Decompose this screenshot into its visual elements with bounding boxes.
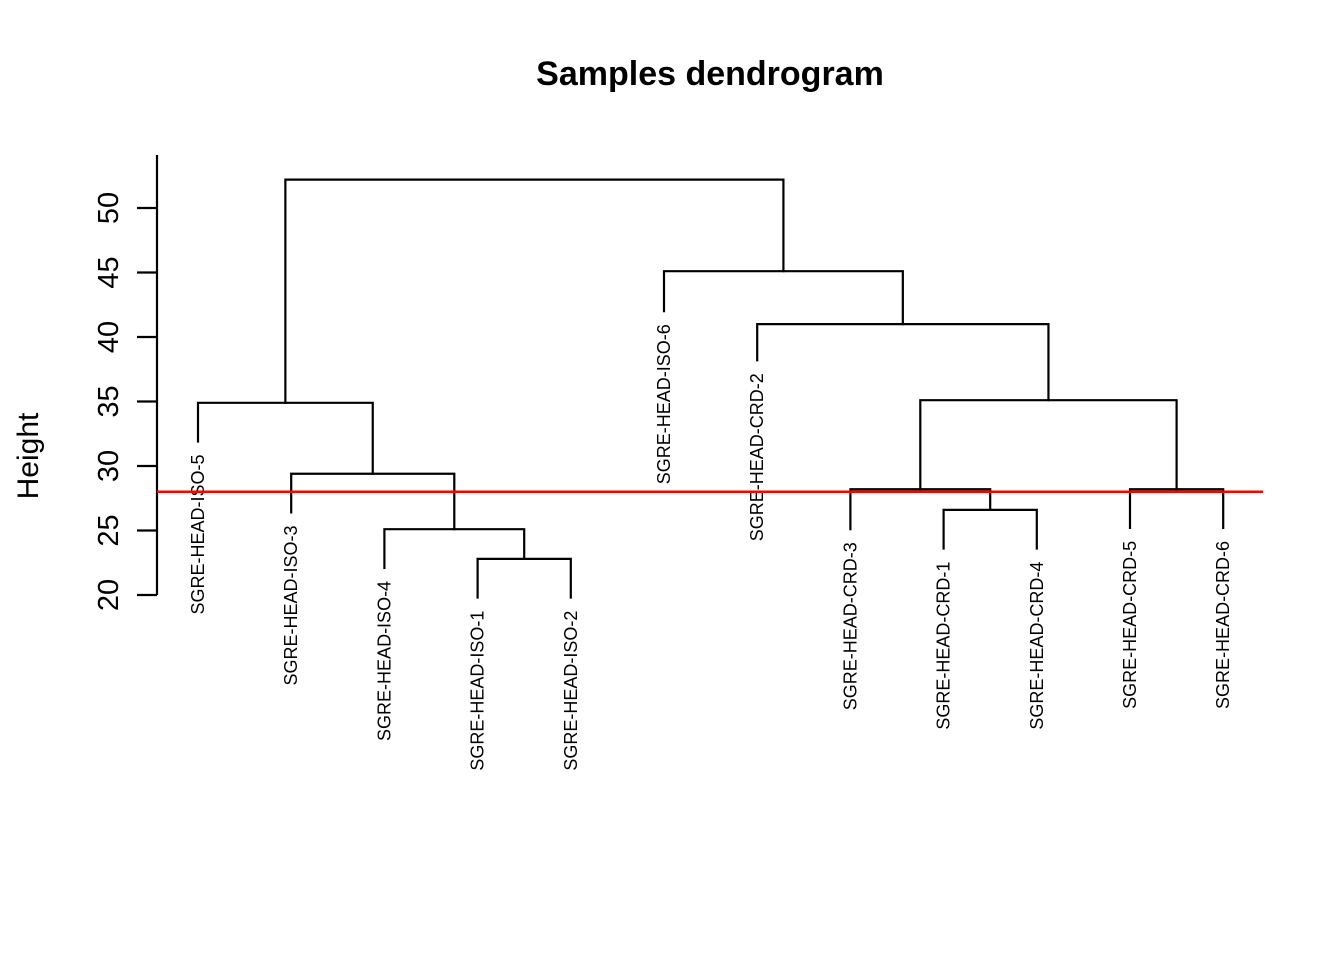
leaf-label: SGRE-HEAD-ISO-1 <box>468 611 488 771</box>
dendrogram-link <box>919 399 1178 491</box>
leaf-label: SGRE-HEAD-ISO-2 <box>561 611 581 771</box>
leaf-label: SGRE-HEAD-CRD-3 <box>840 542 860 710</box>
leaf-label: SGRE-HEAD-CRD-5 <box>1120 541 1140 709</box>
leaf-label: SGRE-HEAD-ISO-5 <box>188 454 208 614</box>
y-tick-label: 45 <box>93 256 125 288</box>
y-tick-label: 25 <box>93 514 125 546</box>
leaf-label: SGRE-HEAD-CRD-1 <box>934 562 954 730</box>
y-tick-label: 20 <box>93 579 125 611</box>
chart-title: Samples dendrogram <box>536 55 884 93</box>
dendrogram-link <box>662 270 904 326</box>
leaf-label: SGRE-HEAD-ISO-4 <box>374 581 394 741</box>
dendrogram-link <box>290 472 456 531</box>
dendrogram-link <box>1128 488 1225 530</box>
y-tick-label: 40 <box>93 321 125 353</box>
dendrogram-link <box>196 401 374 475</box>
leaf-label: SGRE-HEAD-ISO-3 <box>281 525 301 685</box>
y-tick-label: 30 <box>93 450 125 482</box>
dendrogram-link <box>383 528 526 570</box>
leaf-label: SGRE-HEAD-ISO-6 <box>654 324 674 484</box>
dendrogram-link <box>284 178 785 404</box>
y-tick-label: 35 <box>93 385 125 417</box>
leaf-label: SGRE-HEAD-CRD-2 <box>747 373 767 541</box>
dendrogram-link <box>756 323 1050 402</box>
y-axis-title: Height <box>12 412 45 500</box>
leaf-label: SGRE-HEAD-CRD-4 <box>1027 562 1047 730</box>
dendrogram-link <box>476 557 572 599</box>
dendrogram-link <box>942 508 1038 550</box>
leaf-label: SGRE-HEAD-CRD-6 <box>1213 541 1233 709</box>
y-tick-label: 50 <box>93 192 125 224</box>
